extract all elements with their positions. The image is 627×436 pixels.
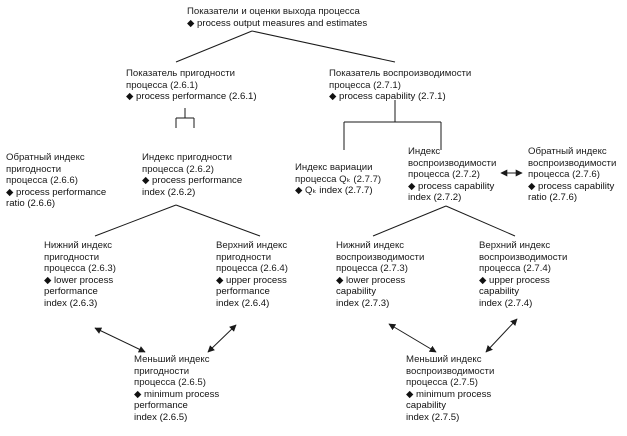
label-ru-line: воспроизводимости xyxy=(336,251,425,263)
label-en-line: ◆ process performance (2.6.1) xyxy=(126,91,257,103)
label-ru-line: процесса (2.6.3) xyxy=(44,263,116,275)
label-en-line: index (2.6.2) xyxy=(142,186,196,198)
label-ru-line: Верхний индекс xyxy=(216,240,288,251)
label-en-line: ◆ process capability xyxy=(528,180,615,192)
label-en-line: ◆ upper process xyxy=(216,274,287,286)
label-en-line: performance xyxy=(134,400,188,412)
connector-root-to-cap xyxy=(251,30,396,63)
label-en-line: index (2.7.2) xyxy=(408,192,462,204)
connector-root-to-perf xyxy=(175,30,253,63)
label-en-line: capability xyxy=(406,400,446,412)
label-en-line: capability xyxy=(479,286,519,298)
label-ru-line: воспроизводимости xyxy=(528,157,617,169)
label-en-line: ◆ lower process xyxy=(44,274,114,286)
label-ru-line: Индекс пригодности xyxy=(142,152,232,163)
label-en-line: index (2.6.5) xyxy=(134,411,188,423)
connector-perf-index-to-upper xyxy=(175,204,261,237)
label-ru-line: Показатели и оценки выхода процесса xyxy=(187,6,360,17)
label-ru-line: Показатель воспроизводимости xyxy=(329,68,472,79)
label-en-line: performance xyxy=(44,286,98,298)
label-en-line: index (2.7.5) xyxy=(406,411,460,423)
label-en-line: capability xyxy=(336,286,376,298)
label-en-line: ◆ upper process xyxy=(479,274,550,286)
label-ru-line: процесса (2.6.2) xyxy=(142,163,214,175)
label-en-line: ◆ lower process xyxy=(336,274,406,286)
label-en-line: ratio (2.6.6) xyxy=(6,198,56,210)
label-en-line: ◆ Qₖ index (2.7.7) xyxy=(295,185,373,197)
label-ru-line: процесса (2.7.5) xyxy=(406,377,478,389)
label-en-line: ◆ minimum process xyxy=(406,388,492,400)
label-ru-line: процесса (2.6.5) xyxy=(134,377,206,389)
label-en-line: ◆ process performance xyxy=(6,186,107,198)
label-en-line: index (2.7.3) xyxy=(336,297,390,309)
label-ru-line: процесса (2.7.1) xyxy=(329,79,401,91)
label-en-line: ratio (2.7.6) xyxy=(528,192,578,204)
label-ru-line: воспроизводимости xyxy=(479,251,568,263)
arrow-upper-perf-to-min xyxy=(207,324,237,353)
label-ru-line: Нижний индекс xyxy=(44,240,113,251)
label-en-line: index (2.6.3) xyxy=(44,297,98,309)
label-ru-line: процесса (2.7.4) xyxy=(479,263,551,275)
label-en-line: ◆ process output measures and estimates xyxy=(187,17,368,29)
label-ru-line: пригодности xyxy=(134,365,190,377)
label-ru-line: процесса (2.6.1) xyxy=(126,79,198,91)
label-ru-line: Обратный индекс xyxy=(6,152,85,163)
label-en-line: index (2.7.4) xyxy=(479,297,533,309)
label-ru-line: пригодности xyxy=(6,163,62,175)
label-ru-line: Нижний индекс xyxy=(336,240,405,251)
label-ru-line: процесса (2.7.6) xyxy=(528,169,600,181)
label-ru-line: процесса (2.7.3) xyxy=(336,263,408,275)
arrow-upper-cap-to-min xyxy=(485,318,518,353)
label-ru-line: воспроизводимости xyxy=(406,365,495,377)
label-en-line: ◆ minimum process xyxy=(134,388,220,400)
label-en-line: ◆ process capability (2.7.1) xyxy=(329,91,446,103)
arrow-lower-cap-to-min xyxy=(388,323,437,353)
label-en-line: index (2.6.4) xyxy=(216,297,270,309)
label-ru-line: процесса (2.6.6) xyxy=(6,175,78,187)
node-root: Показатели и оценки выхода процесса◆ pro… xyxy=(187,6,367,29)
connector-cap-index-to-upper xyxy=(445,205,516,237)
label-ru-line: Показатель пригодности xyxy=(126,68,236,79)
label-ru-line: Меньший индекс xyxy=(406,354,482,365)
label-ru-line: Индекс вариации xyxy=(295,162,373,173)
connector-cap-index-to-lower xyxy=(372,205,447,237)
label-en-line: ◆ process capability xyxy=(408,180,495,192)
label-en-line: performance xyxy=(216,286,270,298)
label-en-line: ◆ process performance xyxy=(142,175,243,187)
label-ru-line: Верхний индекс xyxy=(479,240,551,251)
label-ru-line: воспроизводимости xyxy=(408,157,497,169)
label-ru-line: пригодности xyxy=(44,251,100,263)
label-ru-line: процесса Qₖ (2.7.7) xyxy=(295,173,382,185)
connector-perf-index-to-lower xyxy=(94,204,177,237)
arrow-lower-perf-to-min xyxy=(94,327,146,353)
label-ru-line: Меньший индекс xyxy=(134,354,210,365)
label-ru-line: Индекс xyxy=(408,146,441,157)
label-ru-line: Обратный индекс xyxy=(528,146,607,157)
label-ru-line: пригодности xyxy=(216,251,272,263)
label-ru-line: процесса (2.7.2) xyxy=(408,169,480,181)
label-ru-line: процесса (2.6.4) xyxy=(216,263,288,275)
